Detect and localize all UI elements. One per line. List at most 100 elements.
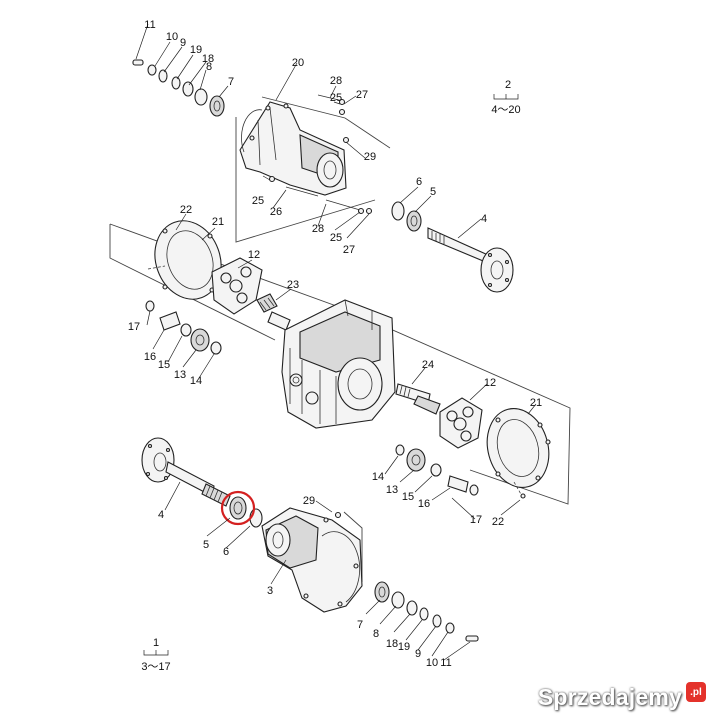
watermark-badge: .pl [686,682,706,702]
shaft-24-part [395,383,441,415]
callout-label: 25 [252,195,264,207]
callout-label: 23 [287,279,299,291]
planet-carrier-12-right-part [439,397,483,449]
callout-label: 18 [386,638,398,650]
washer-15-right-part [430,463,442,477]
callout-label: 29 [303,495,315,507]
bearing-7-part [209,95,225,117]
callout-label: 15 [158,359,170,371]
axle-shaft-4-bottom-part [141,437,231,507]
callout-label: 4～20 [491,104,520,116]
callout-label: 13 [174,369,186,381]
washer-19-part [171,76,181,90]
main-case-part [281,299,396,429]
axle-shaft-4-top-part [427,227,514,293]
callout-label: 13 [386,484,398,496]
callout-label: 24 [422,359,434,371]
middle-assembly [109,213,571,520]
callout-label: 19 [398,641,410,653]
callout-label: 10 [166,31,178,43]
washer-9-bottom-part [432,614,442,628]
callout-label: 4 [481,213,487,225]
callout-label: 18 [202,53,214,65]
washer-18-part [182,81,194,97]
callout-label: 22 [180,204,192,216]
callout-label: 6 [223,546,229,558]
callout-label: 5 [430,186,436,198]
callout-label: 22 [492,516,504,528]
callout-label: 29 [364,151,376,163]
ring-gear-21-right-part [486,408,550,488]
seal-8-bottom-part [391,591,405,609]
washer-17-right-part [469,484,479,496]
callout-label: 2 [505,79,511,91]
callout-label: 3 [267,585,273,597]
callout-label: 28 [330,75,342,87]
callout-label: 8 [206,61,212,73]
callout-label: 25 [330,232,342,244]
callout-label: 17 [128,321,140,333]
washer-19-bottom-part [419,607,429,621]
watermark-logo: Sprzedajemy .pl [538,682,706,712]
nut-10-bottom-part [445,622,455,634]
seal-8-part [194,88,208,106]
washer-18-bottom-part [406,600,418,616]
housing-20-part [239,101,347,196]
seal-6-part [391,201,405,221]
callout-label: 11 [144,19,155,31]
pin-16-left-part [159,311,181,331]
callout-label: 20 [292,57,304,69]
washer-9-part [158,69,168,83]
callout-label: 5 [203,539,209,551]
callout-label: 21 [212,216,224,228]
washer-15-left-part [180,323,192,337]
callout-label: 15 [402,491,414,503]
callout-label: 19 [190,44,202,56]
watermark-text: Sprzedajemy [537,683,682,710]
washer-17-left-part [145,300,155,312]
callout-label: 6 [416,176,422,188]
callout-label: 14 [372,471,384,483]
callout-label: 21 [530,397,542,409]
callout-label: 16 [144,351,156,363]
callout-label: 7 [357,619,363,631]
pin-16-right-part [447,475,469,493]
callout-label: 4 [158,509,164,521]
callout-label: 11 [440,657,451,669]
bearing-7-bottom-part [374,581,390,603]
callout-label: 3～17 [141,661,170,673]
bottom-assembly [141,437,479,661]
bearing-5-part [406,210,422,232]
ring-gear-21-left-part [154,220,222,300]
callout-label: 26 [270,206,282,218]
callout-label: 27 [356,89,368,101]
callout-label: 12 [484,377,496,389]
callout-label: 12 [248,249,260,261]
top-assembly [132,23,519,293]
callout-label: 25 [330,92,342,104]
planet-gear-13-right-part [406,448,426,472]
planet-gear-13-left-part [190,328,210,352]
callout-label: 8 [373,628,379,640]
callout-label: 17 [470,514,482,526]
housing-3-part [261,507,363,613]
callout-label: 10 [426,657,438,669]
callout-label: 28 [312,223,324,235]
bolt-11-bottom-part [465,635,479,642]
callout-label: 9 [415,648,421,660]
highlight-circle [220,490,256,526]
callout-label: 27 [343,244,355,256]
callout-label: 14 [190,375,202,387]
washer-14-right-part [395,444,405,456]
sun-gear-23-part [256,293,291,331]
callout-label: 1 [153,637,159,649]
bolt-11-part [132,59,144,66]
callout-label: 16 [418,498,430,510]
nut-10-part [147,64,157,76]
planet-carrier-12-left-part [211,257,263,315]
callout-label: 9 [180,37,186,49]
